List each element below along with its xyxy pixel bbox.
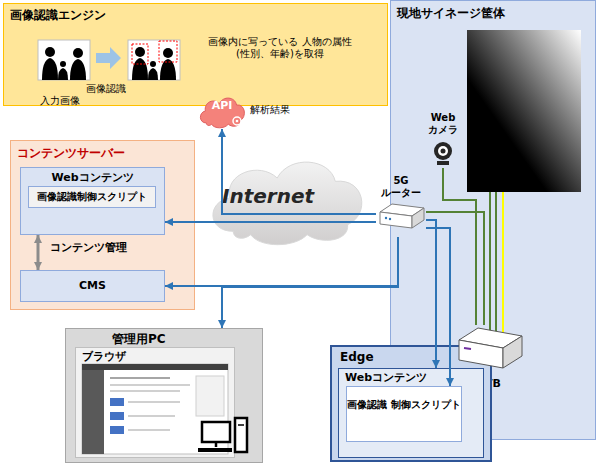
pc-icon — [198, 418, 247, 452]
connector-line — [426, 212, 484, 325]
connector — [218, 237, 398, 328]
arrow-head — [34, 235, 42, 243]
node-title: CMS — [21, 279, 164, 292]
node-title: API — [196, 99, 248, 112]
node-title: Internet — [222, 184, 314, 208]
content-server: コンテンツサーバー Webコンテンツ画像認識制御スクリプト CMS — [10, 140, 195, 310]
node-title: 5G ルーター — [376, 175, 426, 199]
connector-line — [165, 221, 376, 223]
connector — [218, 129, 376, 214]
connector — [165, 218, 376, 226]
internet-cloud: Internet — [198, 148, 374, 248]
script-box: 画像認識制御スクリプト — [28, 186, 156, 208]
arrow-head — [165, 218, 173, 226]
connector — [426, 220, 440, 368]
node-title: Web カメラ — [425, 112, 461, 136]
node-title: Webコンテンツ — [21, 171, 164, 184]
gear-icon — [233, 117, 241, 125]
output-image — [128, 40, 180, 80]
input-image — [38, 40, 90, 80]
connector-line — [165, 237, 398, 286]
node-title: 画像認識エンジン — [10, 8, 106, 22]
web-content-box: Webコンテンツ画像認識制御スクリプト — [20, 167, 165, 235]
arrow-head — [446, 378, 454, 386]
arrow-head — [165, 282, 173, 290]
arrow-head — [218, 320, 226, 328]
monitor-cables — [490, 192, 503, 336]
arrow-head — [432, 360, 440, 368]
connector — [426, 212, 484, 325]
connector-line — [426, 228, 450, 386]
annotation-label: 解析結果 — [250, 104, 290, 116]
arrow-head — [34, 262, 42, 270]
edge-group: EdgeWebコンテンツ画像認識 制御スクリプト — [330, 345, 492, 462]
connector-line — [222, 237, 398, 328]
signage-monitor — [467, 30, 581, 192]
cms-box: CMS — [20, 270, 165, 302]
node-title: Edge — [340, 350, 374, 364]
arrow-head — [218, 129, 226, 137]
process-arrow — [96, 47, 121, 69]
connector — [165, 237, 398, 290]
edge-label: コンテンツ管理 — [50, 241, 127, 254]
node-title: ブラウザ — [82, 350, 126, 363]
web-content-box: Webコンテンツ画像認識 制御スクリプト — [338, 368, 484, 458]
node-title: 画像認識制御スクリプト — [29, 191, 155, 203]
node-title: 画像認識 制御スクリプト — [347, 399, 461, 411]
annotation-label: 画像内に写っている 人物の属性(性別、年齢)を取得 — [192, 36, 368, 60]
annotation-label: 入力画像 — [40, 95, 80, 107]
node-title: Webコンテンツ — [345, 371, 427, 384]
connector — [426, 228, 454, 386]
connector — [443, 168, 476, 325]
camera-icon — [434, 142, 452, 165]
connector-line — [222, 129, 376, 214]
stb-icon — [459, 328, 522, 368]
annotation-label: 画像認識 — [86, 83, 126, 95]
connector — [34, 235, 42, 270]
node-title: 管理用PC — [112, 332, 166, 346]
connector-line — [426, 220, 436, 368]
node-title: コンテンツサーバー — [17, 146, 125, 160]
script-box: 画像認識 制御スクリプト — [346, 386, 462, 442]
connector-line — [443, 168, 476, 325]
router-icon — [380, 204, 424, 228]
node-title: 現地サイネージ筐体 — [397, 6, 505, 20]
